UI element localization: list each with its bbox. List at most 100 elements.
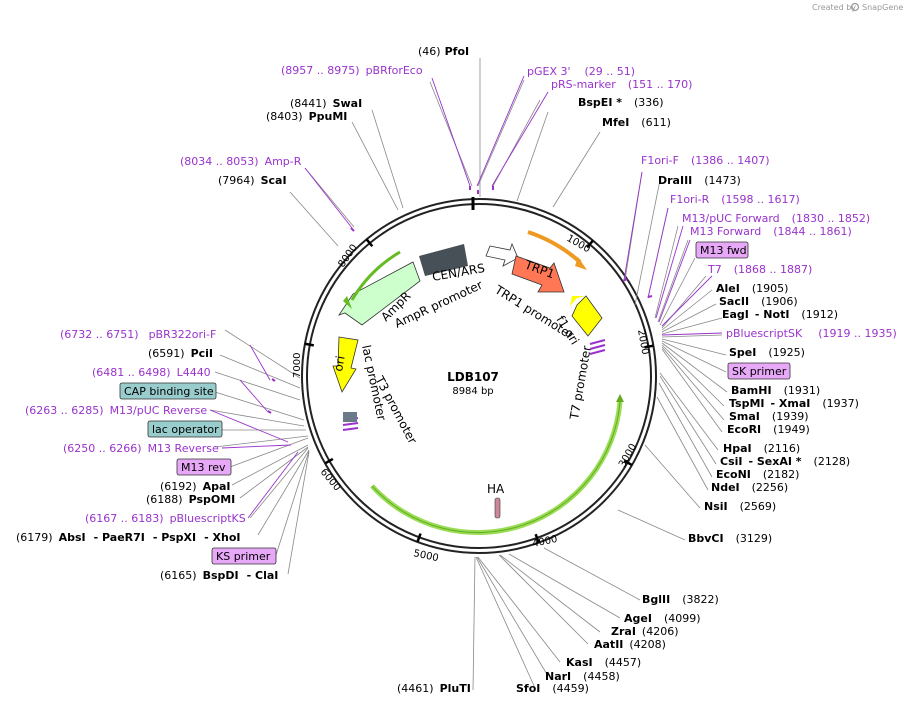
prsmarker-name: pRS-marker	[551, 78, 616, 91]
tick-label-7000: 7000	[292, 353, 303, 378]
tick-mark-3	[623, 459, 633, 467]
feature-t7-arrow	[370, 394, 624, 536]
svg-text:EagI- NotI(1912): EagI- NotI(1912)	[722, 308, 838, 321]
svg-text:MfeI(611): MfeI(611)	[602, 116, 671, 129]
svg-text:ZraI(4206): ZraI(4206)	[611, 625, 679, 638]
tick-mark-6	[324, 457, 334, 465]
kasi-pos: (4457)	[605, 656, 642, 669]
svg-text:(7964)ScaI: (7964)ScaI	[218, 174, 287, 187]
svg-text:(6165)BspDI- ClaI: (6165)BspDI- ClaI	[160, 569, 278, 582]
pcii-name: PciI	[191, 347, 213, 360]
bspei-name: BspEI *	[578, 96, 622, 109]
svg-text:(8403)PpuMI: (8403) PpuMI	[266, 110, 347, 123]
svg-text:BamHI(1931): BamHI(1931)	[731, 384, 820, 397]
f1orir-pos: (1598 .. 1617)	[721, 193, 800, 206]
scai-name: ScaI	[261, 174, 287, 187]
primer-leader-lines	[209, 75, 723, 519]
m13puc-rev-pos: (6263 .. 6285)	[25, 404, 104, 417]
label-ori: ori	[331, 355, 347, 373]
swai-pos: (8441)	[290, 97, 327, 110]
m13fwd-name: M13 Forward	[690, 225, 761, 238]
spei-name: SpeI	[729, 346, 756, 359]
pspomi-pos: (6188)	[146, 493, 183, 506]
absi-sep1: - PaeR7I	[94, 531, 145, 544]
svg-text:(6732 .. 6751)pBR322ori-F: (6732 .. 6751)pBR322ori-F	[60, 328, 216, 341]
absi-sep3: - XhoI	[204, 531, 240, 544]
hpai-pos: (2116)	[764, 442, 801, 455]
pbluescriptks-pos: (6167 .. 6183)	[85, 512, 164, 525]
m13puc-rev-name: M13/pUC Reverse	[110, 404, 208, 417]
pluti-pos: (4461)	[397, 682, 434, 695]
pbluescriptks-name: pBluescriptKS	[170, 512, 246, 525]
f1orif-name: F1ori-F	[641, 154, 679, 167]
ampr-primer-pos: (8034 .. 8053)	[180, 155, 259, 168]
pbluescriptsk-name: pBluescriptSK	[726, 327, 803, 340]
sacii-pos: (1906)	[761, 295, 798, 308]
tick-mark-1	[586, 239, 594, 249]
ppumi-name: PpuMI	[309, 110, 348, 123]
snapgene-logo-icon	[850, 2, 860, 12]
t7-primer-name: T7	[707, 263, 722, 276]
svg-text:(6167 .. 6183)pBluescriptKS: (6167 .. 6183) pBluescriptKS	[85, 512, 246, 525]
pcii-pos: (6591)	[148, 347, 185, 360]
agei-name: AgeI	[624, 612, 652, 625]
svg-text:BspEI *(336): BspEI *(336)	[578, 96, 664, 109]
ppumi-pos: (8403)	[266, 110, 303, 123]
svg-text:(6481 .. 6498)L4440: (6481 .. 6498)L4440	[92, 366, 211, 379]
svg-text:SfoI(4459): SfoI(4459)	[516, 682, 589, 695]
csii-pos: (2128)	[814, 455, 851, 468]
pfoi-name: PfoI	[445, 45, 470, 58]
ecori-name: EcoRI	[727, 423, 761, 436]
tick-label-5000: 5000	[412, 548, 439, 564]
hpai-name: HpaI	[723, 442, 752, 455]
bbvci-name: BbvCI	[688, 532, 724, 545]
svg-text:BbvCI(3129): BbvCI (3129)	[688, 532, 772, 545]
bbvci-pos: (3129)	[736, 532, 773, 545]
svg-text:HpaI(2116): HpaI (2116)	[723, 442, 800, 455]
sfoi-pos: (4459)	[552, 682, 589, 695]
leader-lines	[209, 58, 728, 691]
ndei-pos: (2256)	[752, 481, 789, 494]
svg-text:(6192)ApaI: (6192) ApaI	[160, 480, 230, 493]
nari-pos: (4458)	[583, 670, 620, 683]
tick-mark-8	[365, 238, 374, 248]
plasmid-backbone	[301, 198, 657, 554]
eagi-pos: (1912)	[801, 308, 838, 321]
svg-text:(6179)AbsI- PaeR7I- PspXI- Xho: (6179)AbsI- PaeR7I- PspXI- XhoI	[16, 531, 241, 544]
svg-text:(4461)PluTI: (4461)PluTI	[397, 682, 471, 695]
ampr-primer-name: Amp-R	[265, 155, 302, 168]
svg-text:NdeI(2256): NdeI(2256)	[711, 481, 788, 494]
tick-marks	[304, 238, 654, 544]
bamhi-name: BamHI	[731, 384, 772, 397]
feature-lac-region	[343, 412, 357, 422]
m13puc-fwd-pos: (1830 .. 1852)	[792, 212, 871, 225]
svg-text:(8441)SwaI: (8441) SwaI	[290, 97, 362, 110]
svg-text:EcoRI(1949): EcoRI(1949)	[727, 423, 810, 436]
apai-pos: (6192)	[160, 480, 197, 493]
prsmarker-pos: (151 .. 170)	[628, 78, 693, 91]
apai-name: ApaI	[203, 480, 231, 493]
svg-text:(6591)PciI: (6591) PciI	[148, 347, 213, 360]
box-m13rev: M13 rev	[181, 461, 226, 474]
zrai-name: ZraI	[611, 625, 636, 638]
feature-ha	[494, 497, 501, 519]
pbrforeco-name: pBRforEco	[366, 64, 423, 77]
label-ha: HA	[487, 482, 505, 496]
feature-ampr-arrow	[343, 250, 401, 309]
credit-created-by: Created by	[812, 3, 856, 12]
feature-trp1	[511, 255, 565, 293]
svg-text:(6188)PspOMI: (6188)PspOMI	[146, 493, 235, 506]
nari-name: NarI	[545, 670, 571, 683]
plasmid-name: LDB107	[447, 370, 499, 384]
nsii-pos: (2569)	[740, 500, 777, 513]
m13reverse-pos: (6250 .. 6266)	[63, 442, 142, 455]
svg-text:SmaI(1939): SmaI(1939)	[729, 410, 808, 423]
swai-name: SwaI	[333, 97, 363, 110]
svg-text:(6250 .. 6266)M13 Reverse: (6250 .. 6266)M13 Reverse	[63, 442, 219, 455]
tspmi-sep: - XmaI	[771, 397, 811, 410]
econi-pos: (2182)	[763, 468, 800, 481]
draiii-pos: (1473)	[704, 174, 741, 187]
box-ksprimer: KS primer	[216, 550, 271, 563]
svg-text:M13 Forward(1844 .. 1861): M13 Forward(1844 .. 1861)	[690, 225, 852, 238]
svg-text:AgeI(4099): AgeI(4099)	[624, 612, 701, 625]
